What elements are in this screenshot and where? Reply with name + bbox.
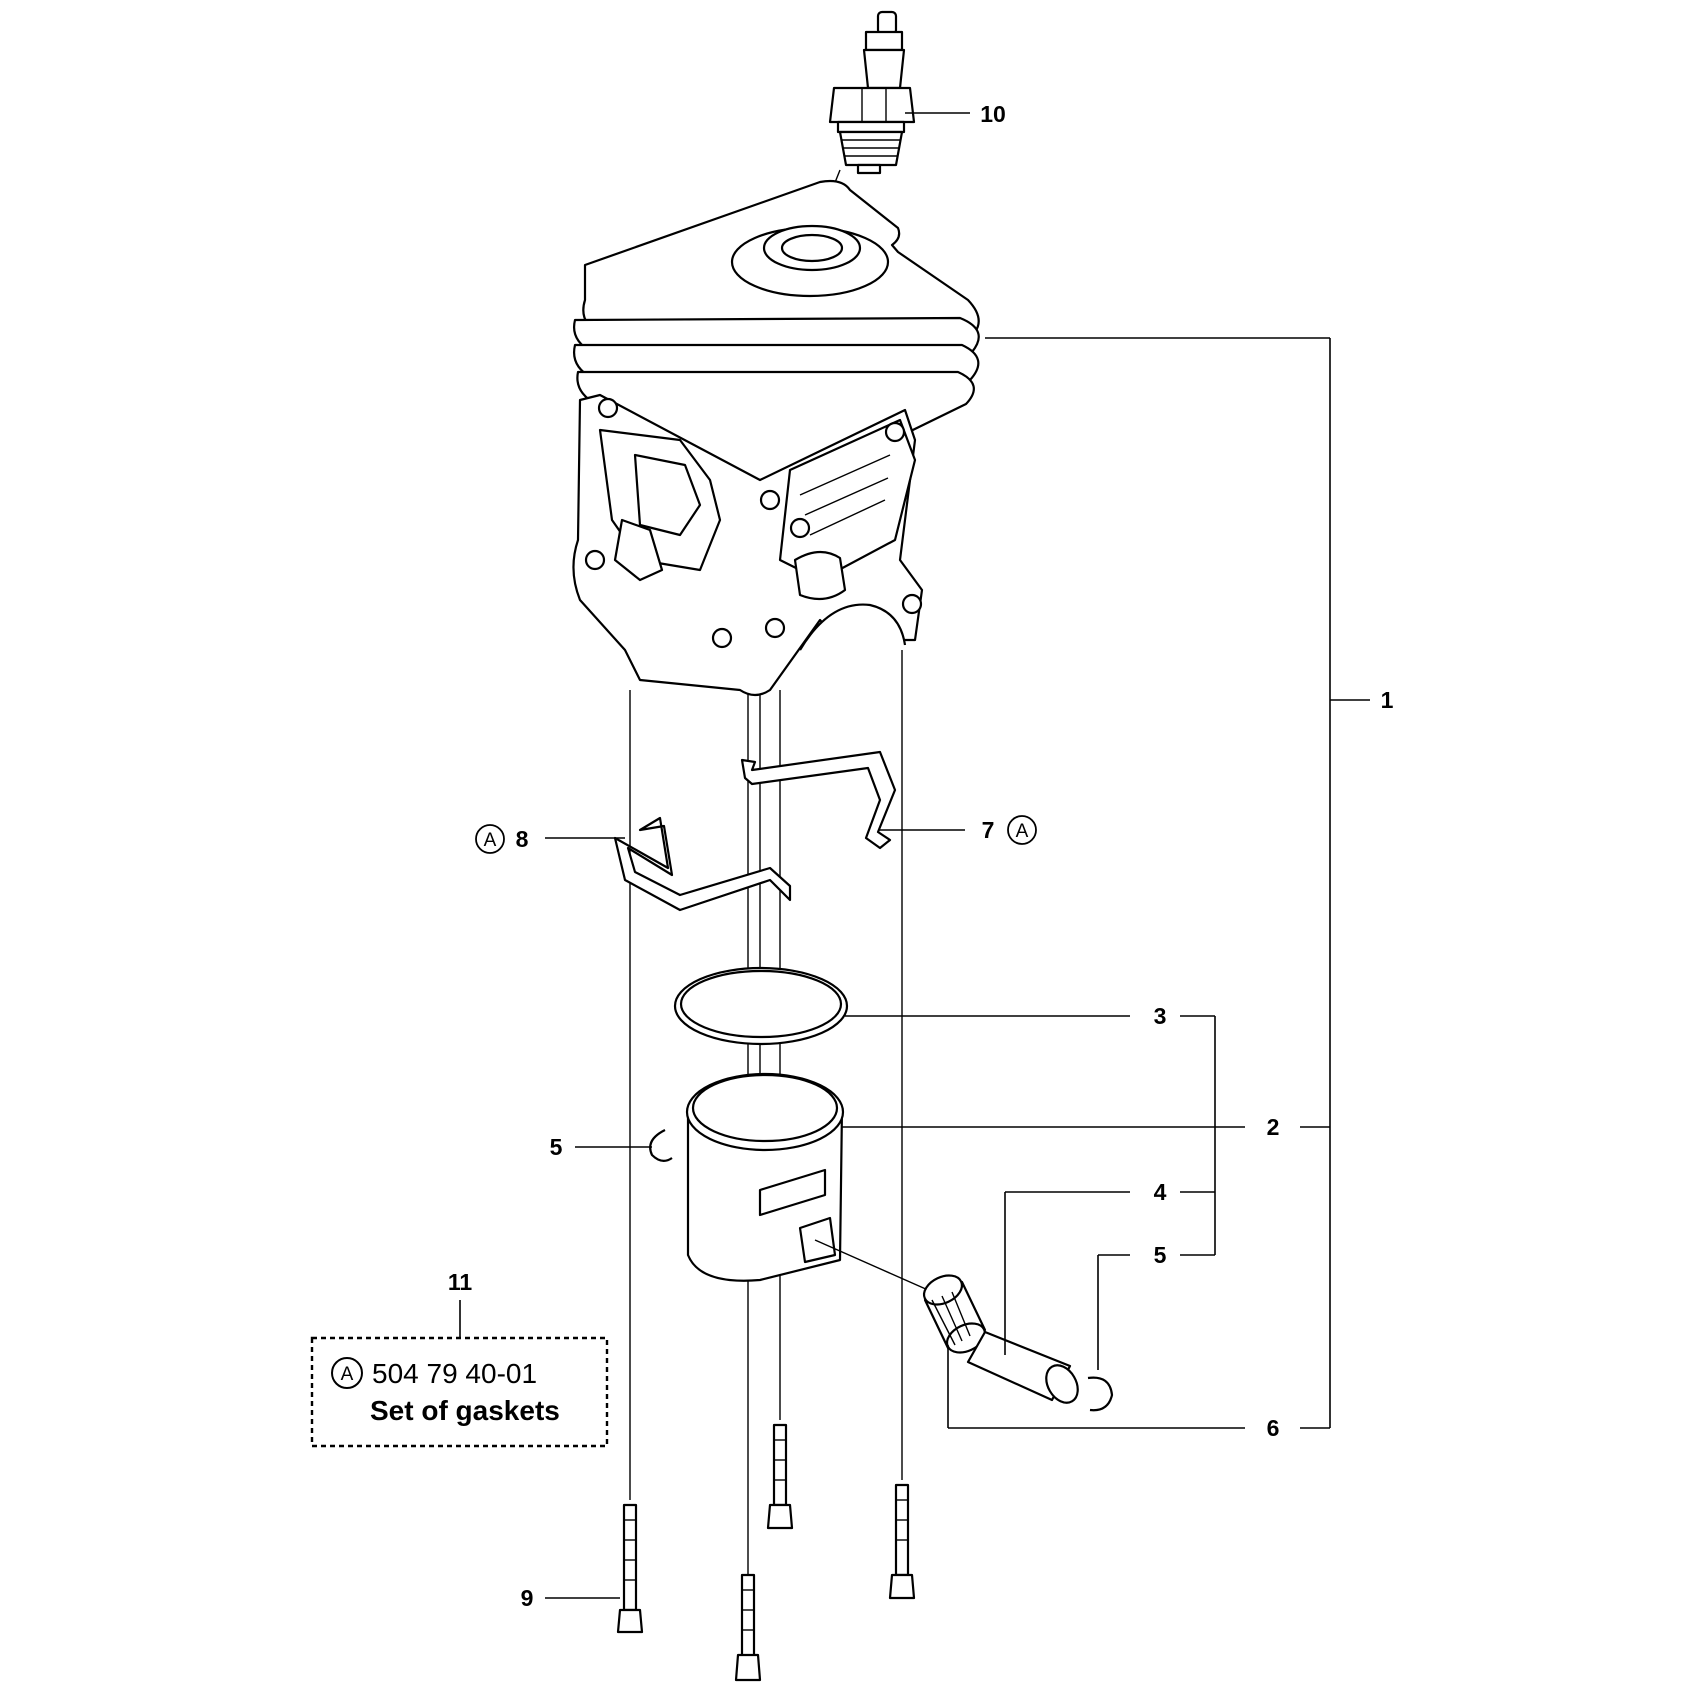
- piston: [685, 1072, 929, 1291]
- svg-text:A: A: [341, 1364, 354, 1385]
- piston-ring: [673, 966, 849, 1046]
- callout-6: 6: [1267, 1415, 1280, 1441]
- leader-lines: [459, 112, 1370, 1599]
- callout-8: 8: [516, 826, 529, 852]
- gasket-8: [613, 816, 792, 912]
- kit-part-number: 504 79 40-01: [372, 1358, 537, 1389]
- marker-a-11: [331, 1357, 363, 1389]
- svg-text:A: A: [484, 830, 497, 851]
- callouts: 10 1 7 8 3 2 5 4 5 6 9 11: [448, 101, 1394, 1611]
- gasket-kit-box: A 504 79 40-01 Set of gaskets: [310, 1336, 609, 1448]
- callout-2: 2: [1267, 1114, 1280, 1140]
- callout-1: 1: [1381, 687, 1394, 713]
- callout-4: 4: [1154, 1179, 1167, 1205]
- gasket-7: [740, 750, 897, 850]
- circlip-left: [649, 1129, 673, 1162]
- spark-plug: [828, 10, 916, 175]
- kit-name: Set of gaskets: [370, 1395, 560, 1426]
- circlip-right: [1087, 1376, 1114, 1412]
- bolt-2: [734, 1573, 762, 1682]
- svg-text:A: A: [1016, 821, 1029, 842]
- needle-bearing: [922, 1274, 987, 1354]
- callout-10: 10: [980, 101, 1006, 127]
- bolts: [616, 1423, 916, 1682]
- piston-pin: [966, 1330, 1079, 1404]
- marker-a-7: A: [1007, 815, 1037, 845]
- bolt-4: [888, 1483, 916, 1600]
- marker-a-8: A: [475, 824, 505, 854]
- callout-5-left: 5: [550, 1134, 563, 1160]
- callout-9: 9: [521, 1585, 534, 1611]
- bolt-1: [616, 1503, 644, 1634]
- circled-a-markers: A A: [475, 815, 1037, 854]
- callout-3: 3: [1154, 1003, 1167, 1029]
- cylinder: [572, 179, 980, 697]
- callout-7: 7: [982, 817, 995, 843]
- callout-11: 11: [448, 1269, 473, 1295]
- callout-5-right: 5: [1154, 1242, 1167, 1268]
- bolt-3: [766, 1423, 794, 1530]
